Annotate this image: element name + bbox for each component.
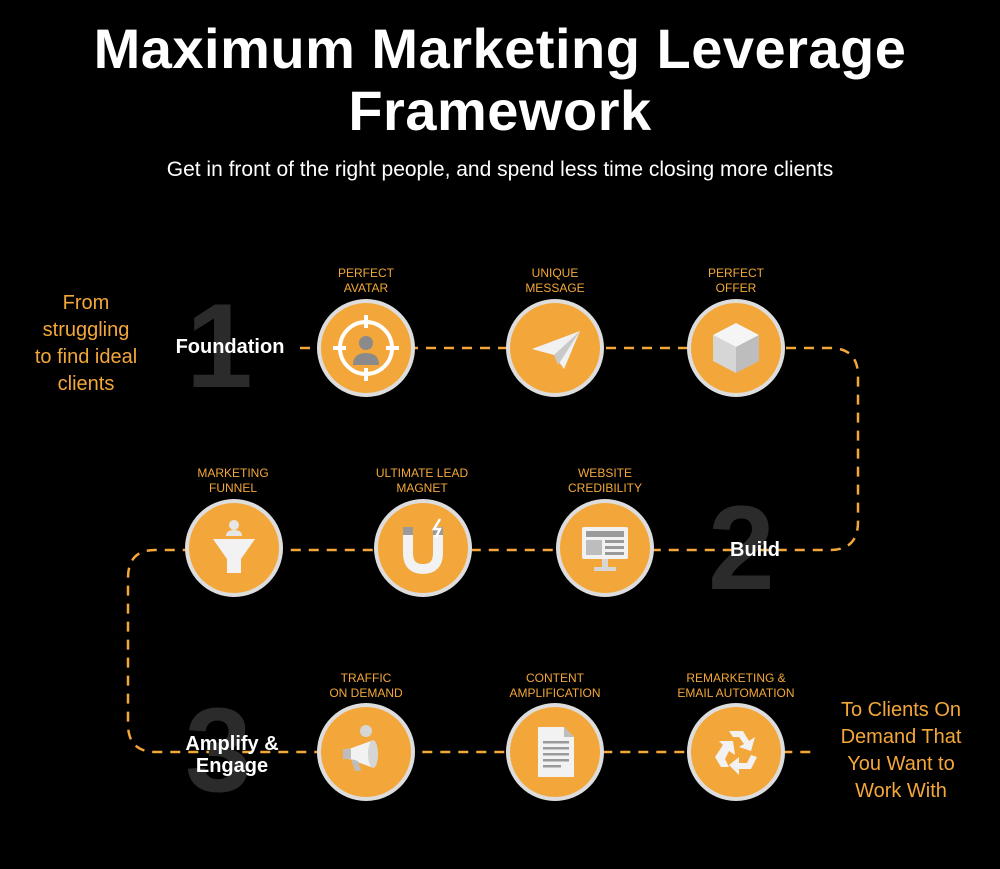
step-label-traffic-on-demand: TRAFFIC ON DEMAND <box>281 671 451 701</box>
step-label-unique-message: UNIQUE MESSAGE <box>470 266 640 296</box>
monitor-icon <box>582 527 628 571</box>
step-label-line: REMARKETING & <box>686 671 786 685</box>
step-label-line: UNIQUE <box>531 266 579 280</box>
step-label-perfect-avatar: PERFECT AVATAR <box>281 266 451 296</box>
step-label-line: MAGNET <box>396 481 448 495</box>
step-label-website-credibility: WEBSITE CREDIBILITY <box>520 466 690 496</box>
step-label-lead-magnet: ULTIMATE LEAD MAGNET <box>337 466 507 496</box>
step-label-line: ULTIMATE LEAD <box>375 466 469 480</box>
stage-number-2: 2 <box>708 481 775 615</box>
step-label-remarketing: REMARKETING & EMAIL AUTOMATION <box>651 671 821 701</box>
title-line-1: Maximum Marketing Leverage <box>93 17 907 80</box>
step-label-line: CREDIBILITY <box>567 481 642 495</box>
step-content-amplification <box>510 707 600 797</box>
step-label-line: AVATAR <box>343 281 389 295</box>
stage-number-1: 1 <box>186 279 253 413</box>
step-label-line: OFFER <box>715 281 757 295</box>
stage-name-foundation: Foundation <box>175 336 285 358</box>
stage-name-amplify-line2: Engage <box>195 755 269 777</box>
end-text-line: Demand That <box>840 726 962 748</box>
step-traffic-on-demand <box>321 707 411 797</box>
end-text-line: Work With <box>855 780 947 802</box>
step-label-line: EMAIL AUTOMATION <box>677 686 795 700</box>
magnet-icon <box>403 518 443 575</box>
step-label-marketing-funnel: MARKETING FUNNEL <box>148 466 318 496</box>
step-label-line: MARKETING <box>197 466 269 480</box>
end-text: To Clients On Demand That You Want to Wo… <box>816 697 986 805</box>
stage-name-amplify-line1: Amplify & <box>185 733 279 755</box>
end-text-line: To Clients On <box>840 699 962 721</box>
step-perfect-avatar <box>321 303 411 393</box>
start-text: From struggling to find ideal clients <box>6 290 166 398</box>
stage-name-build: Build <box>730 539 780 561</box>
step-website-credibility <box>560 503 650 593</box>
start-text-line: clients <box>57 373 115 395</box>
step-label-line: PERFECT <box>707 266 764 280</box>
step-label-line: MESSAGE <box>525 281 585 295</box>
step-label-line: AMPLIFICATION <box>509 686 601 700</box>
subtitle: Get in front of the right people, and sp… <box>166 158 834 181</box>
title-line-2: Framework <box>348 79 652 142</box>
recycle-icon <box>715 731 757 775</box>
cube-icon <box>713 323 759 373</box>
step-label-perfect-offer: PERFECT OFFER <box>651 266 821 296</box>
step-label-line: CONTENT <box>526 671 584 685</box>
start-text-line: struggling <box>42 319 130 341</box>
start-text-line: From <box>62 292 110 314</box>
step-label-line: ON DEMAND <box>329 686 403 700</box>
page-title: Maximum Marketing Leverage Framework <box>0 18 1000 142</box>
step-label-content-amplification: CONTENT AMPLIFICATION <box>470 671 640 701</box>
step-lead-magnet <box>378 503 468 593</box>
end-text-line: You Want to <box>847 753 955 775</box>
step-label-line: PERFECT <box>337 266 394 280</box>
step-label-line: WEBSITE <box>577 466 632 480</box>
funnel-icon <box>213 520 255 573</box>
step-label-line: FUNNEL <box>208 481 257 495</box>
step-unique-message <box>510 303 600 393</box>
step-label-line: TRAFFIC <box>340 671 392 685</box>
stage-name-amplify: Amplify & Engage <box>170 733 294 777</box>
step-marketing-funnel <box>189 503 279 593</box>
step-remarketing <box>691 707 781 797</box>
document-icon <box>538 727 574 777</box>
start-text-line: to find ideal <box>34 346 138 368</box>
stage-number-3: 3 <box>185 683 252 817</box>
target-avatar-icon <box>333 315 399 381</box>
paper-plane-icon <box>532 331 580 369</box>
megaphone-icon <box>343 725 378 771</box>
step-perfect-offer <box>691 303 781 393</box>
